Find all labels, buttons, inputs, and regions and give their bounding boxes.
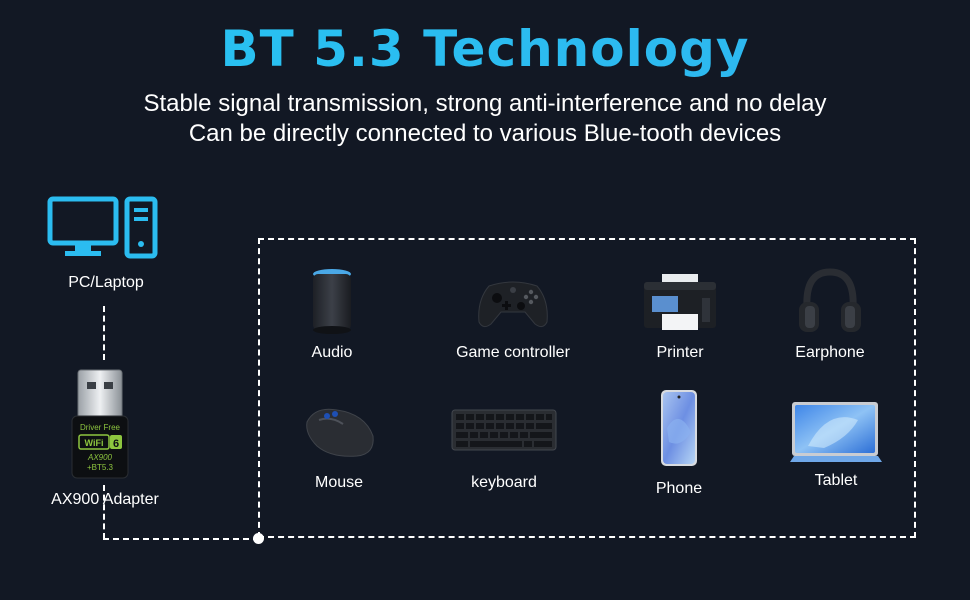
mouse-icon xyxy=(306,408,374,457)
subtitle-line-2: Can be directly connected to various Blu… xyxy=(188,120,782,147)
adapter-wifi-text: WiFi xyxy=(85,438,104,448)
device-label: Audio xyxy=(311,344,353,361)
device-game-controller: Game controller xyxy=(443,266,583,362)
device-audio: Audio xyxy=(282,266,382,362)
device-phone: Phone xyxy=(629,388,729,498)
adapter-driver-text: Driver Free xyxy=(80,423,121,432)
device-tablet: Tablet xyxy=(786,398,886,490)
devices-panel xyxy=(258,238,916,538)
device-label: Tablet xyxy=(814,472,858,489)
adapter-bt-text: +BT5.3 xyxy=(87,463,114,472)
pc-icon xyxy=(47,196,158,259)
adapter-six-text: 6 xyxy=(113,438,119,450)
pc-label: PC/Laptop xyxy=(68,274,144,291)
device-label: Mouse xyxy=(314,474,364,491)
device-label: Printer xyxy=(656,344,704,361)
tablet-icon xyxy=(790,402,882,462)
device-label: Earphone xyxy=(795,344,865,361)
page-title: BT 5.3 Technology xyxy=(0,20,970,78)
adapter-label: AX900 Adapter xyxy=(51,491,159,508)
connector-line-adapter xyxy=(103,485,105,539)
printer-icon xyxy=(644,274,716,330)
adapter-model-text: AX900 xyxy=(87,453,113,462)
connector-dot xyxy=(253,533,264,544)
device-label: Game controller xyxy=(456,344,570,361)
subtitle-line-1: Stable signal transmission, strong anti-… xyxy=(143,90,827,117)
gamepad-icon xyxy=(478,281,548,328)
device-label: keyboard xyxy=(471,474,537,491)
usb-adapter-image: Driver Free WiFi 6 AX900 +BT5.3 xyxy=(71,369,129,479)
connector-line-horizontal xyxy=(103,538,259,540)
device-keyboard: keyboard xyxy=(444,402,564,492)
phone-icon xyxy=(661,390,697,466)
connector-line-vertical xyxy=(103,306,105,360)
keyboard-icon xyxy=(451,409,557,451)
device-printer: Printer xyxy=(630,266,730,362)
device-earphone: Earphone xyxy=(780,266,880,362)
device-mouse: Mouse xyxy=(289,402,389,492)
device-label: Phone xyxy=(655,480,703,497)
headphones-icon xyxy=(799,268,861,332)
smart-speaker-icon xyxy=(313,269,351,334)
